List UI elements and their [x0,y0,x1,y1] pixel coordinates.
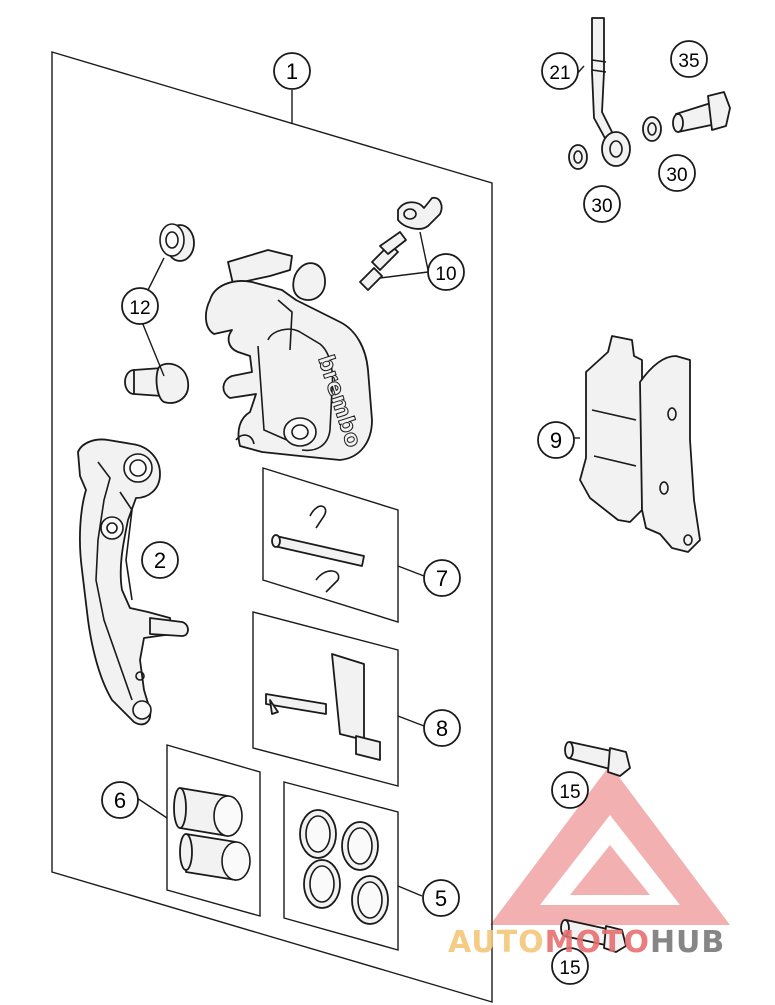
svg-text:8: 8 [436,716,448,741]
kit-box-6 [166,744,261,917]
brake-hose-21 [591,17,631,167]
caliper-bracket-2 [77,438,189,726]
watermark-moto: MOTO [545,925,650,960]
svg-text:2: 2 [154,548,166,573]
callout-2: 2 [141,541,179,579]
svg-text:5: 5 [435,886,447,911]
callout-8: 8 [423,709,461,747]
svg-text:10: 10 [435,264,456,285]
bolt-15b [560,919,627,953]
callout-12: 12 [121,287,159,325]
callout-1: 1 [273,52,311,90]
callout-9: 9 [537,421,575,459]
banjo-bolt-35 [672,91,731,133]
callout-30a: 30 [583,185,621,223]
callout-10: 10 [427,253,465,291]
svg-text:15: 15 [559,782,580,803]
svg-text:15: 15 [559,958,580,979]
kit-box-5 [283,781,399,951]
watermark-logo [490,765,730,925]
pad-pin-7 [271,505,365,593]
watermark-text: AUTOMOTOHUB [448,925,725,960]
svg-text:12: 12 [129,298,150,319]
brake-pads-9 [579,335,701,553]
callout-15b: 15 [551,947,589,985]
caliper-body: brembo [205,249,373,461]
bolt-15a [564,741,631,777]
svg-text:21: 21 [549,63,570,84]
svg-text:35: 35 [678,51,699,72]
bleed-nipple-10 [359,196,443,291]
callout-5: 5 [422,879,460,917]
svg-text:30: 30 [591,196,612,217]
bleed-cap-12 [159,223,195,262]
callout-15a: 15 [551,771,589,809]
svg-text:30: 30 [666,165,687,186]
washer-30a [568,144,588,170]
svg-text:1: 1 [286,59,298,84]
svg-text:6: 6 [114,788,126,813]
pistons-6 [173,787,251,881]
callout-21: 21 [541,52,579,90]
callout-30b: 30 [658,154,696,192]
kit-box-7 [262,467,399,623]
seals-5 [299,809,389,925]
svg-text:AUTOMOTOHUB: AUTOMOTOHUB [448,925,725,960]
pad-spring-8 [265,653,381,761]
watermark-auto: AUTO [448,925,545,960]
svg-text:9: 9 [550,428,562,453]
kit-box-8 [252,611,399,787]
kit-box-1 [51,51,493,1003]
callout-6: 6 [101,781,139,819]
svg-text:7: 7 [436,566,448,591]
washer-30b [642,116,662,142]
watermark-hub: HUB [650,925,725,960]
bleed-bolt-12 [124,362,189,404]
leader-lines [133,65,585,897]
callout-7: 7 [423,559,461,597]
callout-35: 35 [670,40,708,78]
